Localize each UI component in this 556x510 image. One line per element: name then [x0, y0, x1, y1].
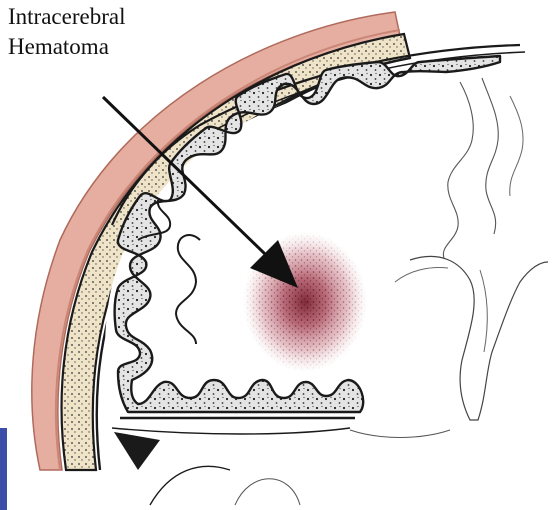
hematoma [243, 232, 367, 372]
annotation-label: Intracerebral Hematoma [8, 2, 125, 62]
lower-dark-wedge [114, 432, 160, 470]
annotation-line-2: Hematoma [8, 32, 125, 62]
annotation-line-1: Intracerebral [8, 2, 125, 32]
frame-edge [0, 428, 7, 510]
